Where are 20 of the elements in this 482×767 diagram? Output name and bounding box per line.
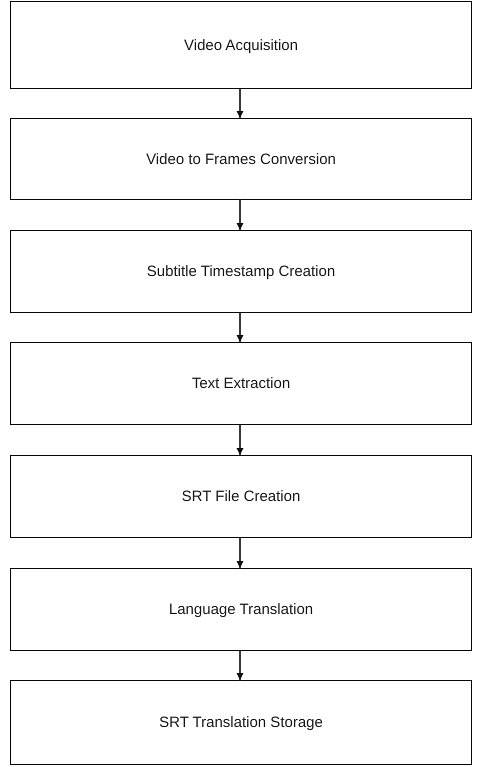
box-label: Subtitle Timestamp Creation xyxy=(146,263,336,280)
arrow xyxy=(236,651,244,680)
box-label: SRT File Creation xyxy=(182,488,300,505)
process-box xyxy=(10,568,472,651)
box-label: Video to Frames Conversion xyxy=(146,150,336,168)
box-label: Video Acquisition xyxy=(184,36,298,54)
box-label: SRT Translation Storage xyxy=(159,714,323,731)
box-label: Language Translation xyxy=(168,601,314,618)
process-box xyxy=(10,342,472,425)
arrow xyxy=(236,200,244,230)
process-box xyxy=(10,118,472,200)
box-label: Text Extraction xyxy=(192,375,290,392)
arrow xyxy=(236,425,244,455)
arrow xyxy=(236,313,244,342)
arrow xyxy=(236,538,244,568)
arrow xyxy=(236,89,244,118)
process-box xyxy=(10,1,472,89)
process-box xyxy=(10,455,472,538)
process-box xyxy=(10,230,472,313)
process-box xyxy=(10,680,472,765)
